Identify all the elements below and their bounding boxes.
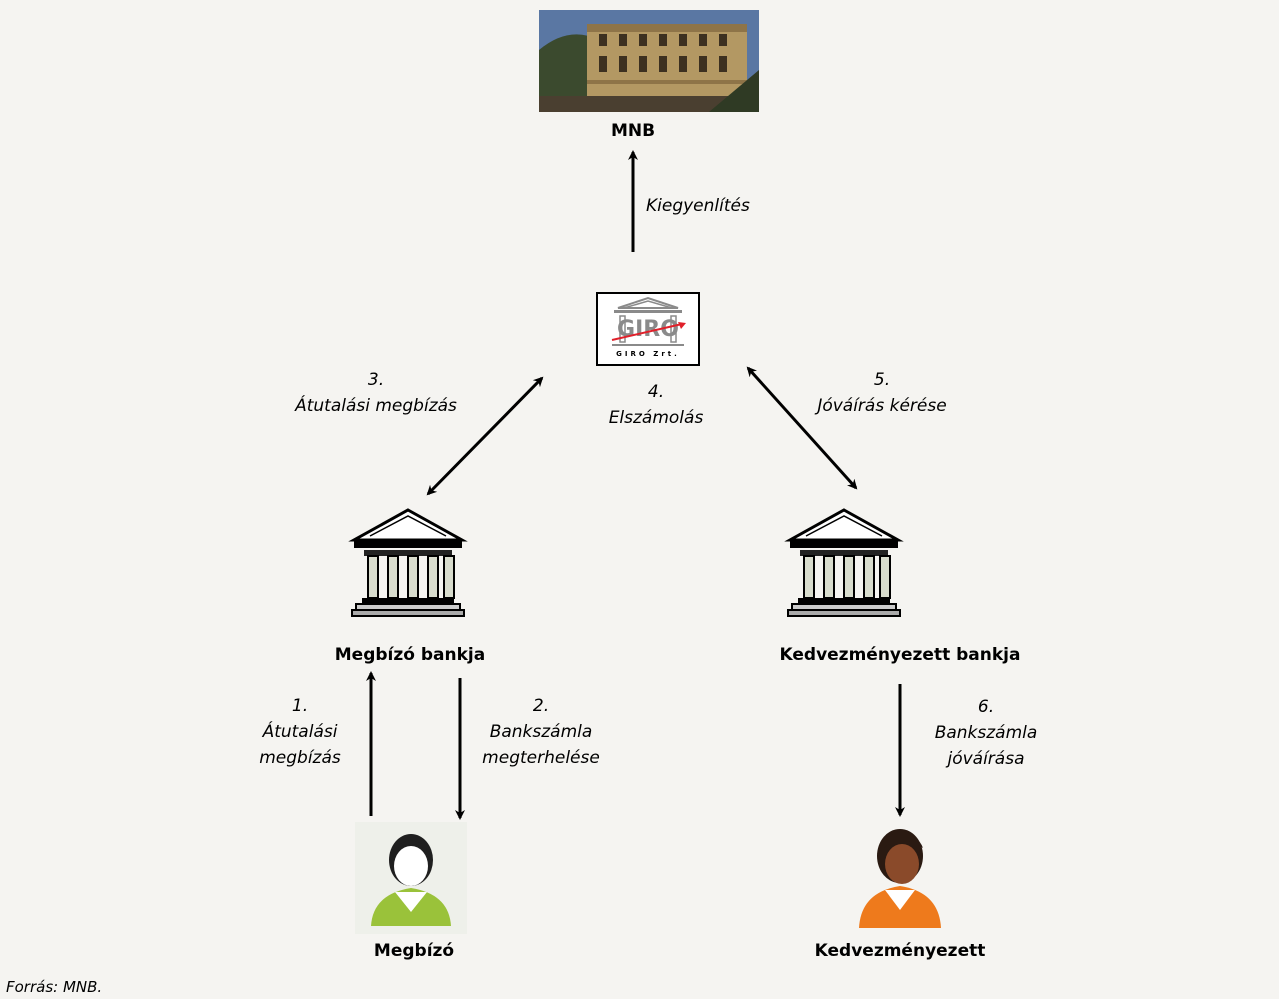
payer-label: Megbízó xyxy=(373,941,455,961)
step5-number: 5. xyxy=(873,370,891,390)
arrow-step5 xyxy=(746,366,858,490)
arrow-step3 xyxy=(426,376,544,496)
step6-number: 6. xyxy=(977,697,995,717)
step3-text: Átutalási megbízás xyxy=(295,396,457,416)
payee-bank-label: Kedvezményezett bankja xyxy=(779,645,1021,665)
step5-label: 5. Jóváírás kérése xyxy=(792,367,972,419)
step4-number: 4. xyxy=(647,382,665,402)
step2-text-line2: megterhelése xyxy=(482,748,600,768)
mnb-building-image xyxy=(539,10,759,112)
step3-number: 3. xyxy=(367,370,385,390)
settlement-label: Kiegyenlítés xyxy=(646,196,750,216)
step2-number: 2. xyxy=(532,696,550,716)
giro-logo-text: GIRO Zrt. xyxy=(616,350,680,358)
step1-number: 1. xyxy=(291,696,309,716)
step4-text: Elszámolás xyxy=(608,408,704,428)
step6-label: 6. Bankszámla jóváírása xyxy=(918,694,1054,772)
source-note: Forrás: MNB. xyxy=(6,978,103,996)
step3-label: 3. Átutalási megbízás xyxy=(276,367,476,419)
step6-text-line2: jóváírása xyxy=(947,749,1025,769)
step2-label: 2. Bankszámla megterhelése xyxy=(466,693,616,771)
step1-label: 1. Átutalási megbízás xyxy=(240,693,360,771)
giro-logo: GIRO GIRO Zrt. xyxy=(596,292,700,366)
svg-text:GIRO: GIRO xyxy=(617,317,679,342)
step6-text-line1: Bankszámla xyxy=(934,723,1038,743)
step1-text-line1: Átutalási xyxy=(262,722,338,742)
mnb-label: MNB xyxy=(610,121,656,141)
payee-label: Kedvezményezett xyxy=(814,941,986,961)
payer-bank-label: Megbízó bankja xyxy=(334,645,486,665)
step2-text-line1: Bankszámla xyxy=(489,722,593,742)
step4-label: 4. Elszámolás xyxy=(586,379,726,431)
step1-text-line2: megbízás xyxy=(259,748,341,768)
step5-text: Jóváírás kérése xyxy=(817,396,947,416)
